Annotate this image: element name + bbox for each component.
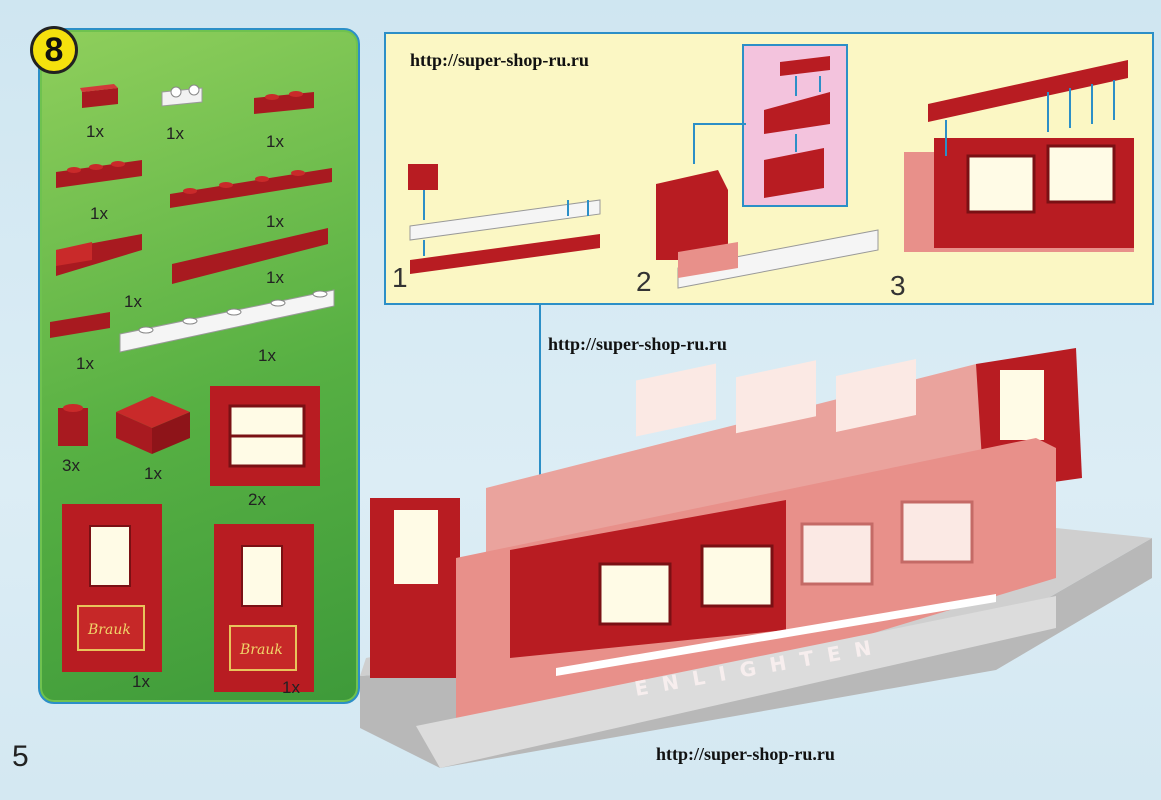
watermark-top: http://super-shop-ru.ru [410, 50, 589, 70]
substep-label-2: 2 [636, 266, 652, 297]
qty-door-left: 1x [132, 672, 150, 691]
part-door-left: Brauk [62, 504, 162, 672]
door-logo-left: Brauk [87, 622, 131, 638]
part-brick-2x2 [116, 396, 190, 454]
substep-label-3: 3 [890, 270, 906, 301]
substep-2-drawing [656, 170, 879, 289]
qty-slope-brick: 1x [124, 292, 142, 311]
station-model-drawing: ENLIGHTEN [360, 348, 1152, 768]
part-white-clip-plate [161, 84, 203, 107]
part-window-frame [210, 386, 320, 486]
qty-plate-1x8: 1x [266, 212, 284, 231]
part-brick-1x1 [58, 404, 88, 446]
watermark-middle: http://super-shop-ru.ru [548, 334, 727, 354]
qty-plate-1x2: 1x [266, 132, 284, 151]
part-plate-1x4 [56, 160, 142, 188]
qty-tile-1x2: 1x [76, 354, 94, 373]
inset-detail-drawing [764, 56, 830, 198]
step-number-badge: 8 [30, 26, 78, 74]
watermark-bottom: http://super-shop-ru.ru [656, 744, 835, 764]
qty-brick-1x1: 3x [62, 456, 80, 475]
qty-brick-1x2-flat: 1x [86, 122, 104, 141]
page-number: 5 [12, 740, 29, 773]
part-tile-1x6 [172, 228, 328, 284]
qty-brick-2x2: 1x [144, 464, 162, 483]
inset-pointer-line [693, 123, 746, 164]
qty-plate-1x4: 1x [90, 204, 108, 223]
qty-white-clip-plate: 1x [166, 124, 184, 143]
part-slope-brick [56, 234, 142, 276]
substep-3-drawing [904, 60, 1134, 252]
substep-label-1: 1 [392, 262, 408, 293]
part-tile-1x2 [50, 312, 110, 338]
qty-white-plate-1x10: 1x [258, 346, 276, 365]
part-plate-1x8 [170, 168, 332, 208]
part-plate-1x2 [254, 91, 314, 114]
qty-door-right: 1x [282, 678, 300, 697]
part-door-right: Brauk [214, 524, 314, 692]
qty-tile-1x6: 1x [266, 268, 284, 287]
part-brick-1x2-flat [80, 84, 118, 108]
qty-window-frame: 2x [248, 490, 266, 509]
part-white-plate-1x10 [119, 289, 335, 353]
door-logo-right: Brauk [239, 642, 283, 658]
substep-1-drawing [408, 164, 601, 274]
